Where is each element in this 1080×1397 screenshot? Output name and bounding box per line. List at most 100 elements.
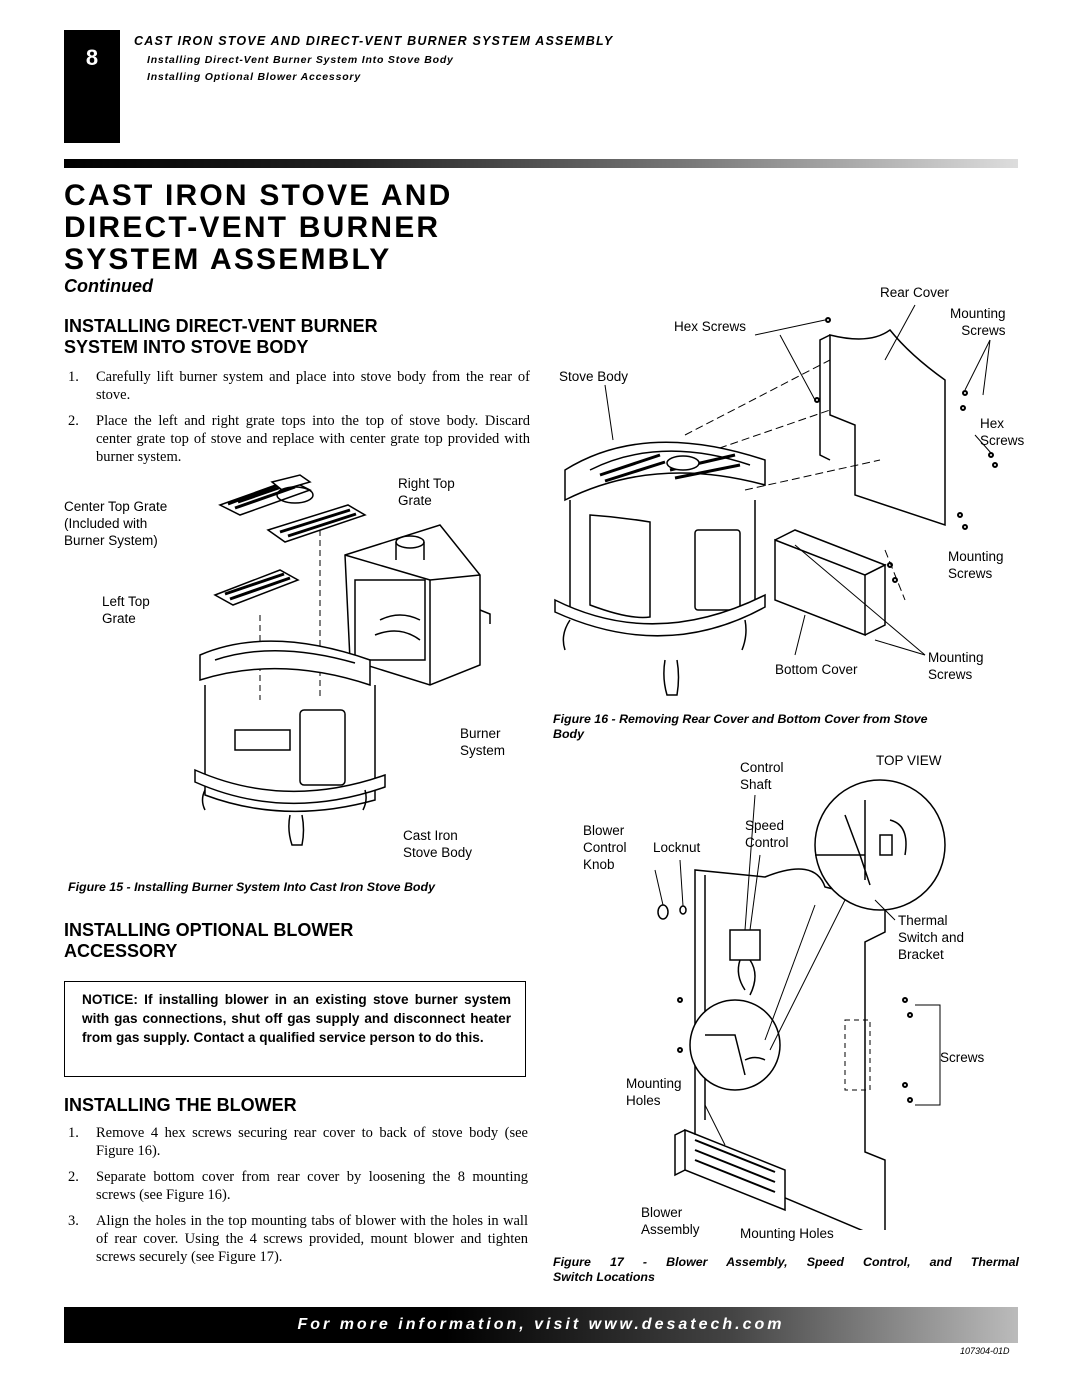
- caption-line: Body: [553, 727, 584, 741]
- label-line: Shaft: [740, 777, 772, 792]
- label-mounting-screws-bottom: Mounting Screws: [928, 649, 984, 683]
- label-blower-assembly: Blower Assembly: [641, 1204, 700, 1238]
- header-rule: [64, 159, 1018, 168]
- figure-16-illustration: [554, 304, 998, 696]
- list-item: 1. Remove 4 hex screws securing rear cove…: [68, 1124, 528, 1160]
- label-line: Burner System): [64, 533, 158, 548]
- label-line: Grate: [102, 611, 136, 626]
- list-item: 3. Align the holes in the top mounting ta…: [68, 1212, 528, 1266]
- label-line: Control: [745, 835, 789, 850]
- footer-banner-text: For more information, visit www.desatech…: [297, 1316, 785, 1333]
- label-thermal-switch-bracket: Thermal Switch and Bracket: [898, 912, 964, 963]
- label-control-shaft: Control Shaft: [740, 759, 784, 793]
- label-mounting-screws-top: Mounting Screws: [950, 305, 1006, 339]
- label-screws: Screws: [940, 1050, 985, 1065]
- label-speed-control: Speed Control: [745, 817, 789, 851]
- figure-17-illustration: [654, 779, 946, 1230]
- caption-line: Figure 17 - Blower Assembly, Speed Contr…: [553, 1255, 1019, 1269]
- label-rear-cover: Rear Cover: [880, 285, 950, 300]
- label-blower-control-knob: Blower Control Knob: [583, 822, 627, 873]
- running-subtitle-1: Installing Direct-Vent Burner System Int…: [147, 54, 454, 66]
- label-line: Switch and: [898, 930, 965, 945]
- label-line: Screws: [948, 566, 993, 581]
- section-heading-line: INSTALLING OPTIONAL BLOWER: [64, 920, 354, 940]
- footer-banner: For more information, visit www.desatech…: [64, 1307, 1018, 1343]
- label-line: Mounting: [948, 549, 1004, 564]
- section-heading-line: ACCESSORY: [64, 941, 178, 961]
- label-line: Speed: [745, 818, 785, 833]
- label-line: Blower: [641, 1205, 683, 1220]
- label-line: Bracket: [898, 947, 944, 962]
- label-line: Grate: [398, 493, 432, 508]
- running-subtitle-2: Installing Optional Blower Accessory: [147, 71, 361, 83]
- label-line: Screws: [980, 433, 1025, 448]
- label-line: Control: [740, 760, 784, 775]
- label-line: Holes: [626, 1093, 661, 1108]
- install-burner-steps: 1. Carefully lift burner system and place…: [68, 368, 530, 474]
- label-line: Knob: [583, 857, 615, 872]
- label-hex-screws-right: Hex Screws: [980, 415, 1024, 449]
- label-mounting-holes-left: Mounting Holes: [626, 1075, 682, 1109]
- label-line: Mounting: [626, 1076, 682, 1091]
- step-number: 1.: [68, 1125, 79, 1141]
- section-heading-install-burner: INSTALLING DIRECT-VENT BURNER SYSTEM INT…: [64, 316, 378, 358]
- step-number: 2.: [68, 1169, 79, 1185]
- label-line: Center Top Grate: [64, 499, 168, 514]
- page-number: 8: [85, 45, 99, 70]
- label-line: Screws: [928, 667, 973, 682]
- label-line: Stove Body: [403, 845, 473, 860]
- section-heading-blower-accessory: INSTALLING OPTIONAL BLOWER ACCESSORY: [64, 920, 353, 962]
- step-text: Place the left and right grate tops into…: [96, 413, 530, 465]
- step-text: Separate bottom cover from rear cover by…: [96, 1169, 528, 1203]
- caption-line: Switch Locations: [553, 1270, 655, 1284]
- step-text: Carefully lift burner system and place i…: [96, 369, 530, 403]
- label-stove-body: Stove Body: [559, 369, 629, 384]
- running-title: CAST IRON STOVE AND DIRECT-VENT BURNER S…: [134, 34, 614, 48]
- label-cast-iron-stove-body: Cast Iron Stove Body: [403, 827, 472, 861]
- label-line: Control: [583, 840, 627, 855]
- label-line: System: [460, 743, 506, 758]
- label-center-top-grate: Center Top Grate (Included with Burner S…: [64, 498, 167, 549]
- label-line: (Included with: [64, 516, 148, 531]
- label-left-top-grate: Left Top Grate: [102, 593, 150, 627]
- label-line: Assembly: [641, 1222, 700, 1237]
- step-text: Remove 4 hex screws securing rear cover …: [96, 1125, 528, 1159]
- label-mounting-screws-mid: Mounting Screws: [948, 548, 1004, 582]
- label-bottom-cover: Bottom Cover: [775, 662, 858, 677]
- label-line: Hex: [980, 416, 1005, 431]
- list-item: 2.Place the left and right grate tops in…: [68, 412, 530, 466]
- figure-15-illustration: [194, 474, 491, 846]
- figure-16-caption: Figure 16 - Removing Rear Cover and Bott…: [553, 712, 1019, 742]
- list-item: 1. Carefully lift burner system and place…: [68, 368, 530, 404]
- page-title: CAST IRON STOVE AND DIRECT-VENT BURNER S…: [64, 180, 453, 276]
- label-locknut: Locknut: [653, 840, 701, 855]
- label-line: Right Top: [398, 476, 455, 491]
- figure-17-caption: Figure 17 - Blower Assembly, Speed Contr…: [553, 1255, 1019, 1285]
- label-line: Left Top: [102, 594, 150, 609]
- step-number: 1.: [68, 369, 79, 385]
- label-mounting-holes-bottom: Mounting Holes: [740, 1226, 834, 1241]
- step-number: 3.: [68, 1213, 79, 1229]
- label-hex-screws-top: Hex Screws: [674, 319, 747, 334]
- label-top-view: TOP VIEW: [876, 753, 942, 768]
- notice-box: NOTICE: If installing blower in an exist…: [64, 981, 526, 1077]
- label-line: Thermal: [898, 913, 948, 928]
- page-number-box: 8: [64, 30, 120, 143]
- install-blower-steps: 1. Remove 4 hex screws securing rear cove…: [68, 1124, 528, 1274]
- label-line: Mounting: [928, 650, 984, 665]
- label-line: Screws: [961, 323, 1006, 338]
- step-text: Align the holes in the top mounting tabs…: [96, 1213, 528, 1265]
- page-title-line-1: CAST IRON STOVE AND: [64, 179, 453, 212]
- section-heading-line: INSTALLING DIRECT-VENT BURNER: [64, 316, 378, 336]
- page-title-line-3: SYSTEM ASSEMBLY: [64, 243, 392, 276]
- label-line: Cast Iron: [403, 828, 458, 843]
- section-heading-line: SYSTEM INTO STOVE BODY: [64, 337, 309, 357]
- label-burner-system: Burner System: [460, 725, 505, 759]
- label-line: Burner: [460, 726, 501, 741]
- caption-line: Figure 16 - Removing Rear Cover and Bott…: [553, 712, 928, 726]
- page-title-line-2: DIRECT-VENT BURNER: [64, 211, 441, 244]
- list-item: 2. Separate bottom cover from rear cover …: [68, 1168, 528, 1204]
- label-right-top-grate: Right Top Grate: [398, 475, 455, 509]
- figure-15-caption: Figure 15 - Installing Burner System Int…: [68, 880, 435, 894]
- document-code: 107304-01D: [960, 1346, 1010, 1356]
